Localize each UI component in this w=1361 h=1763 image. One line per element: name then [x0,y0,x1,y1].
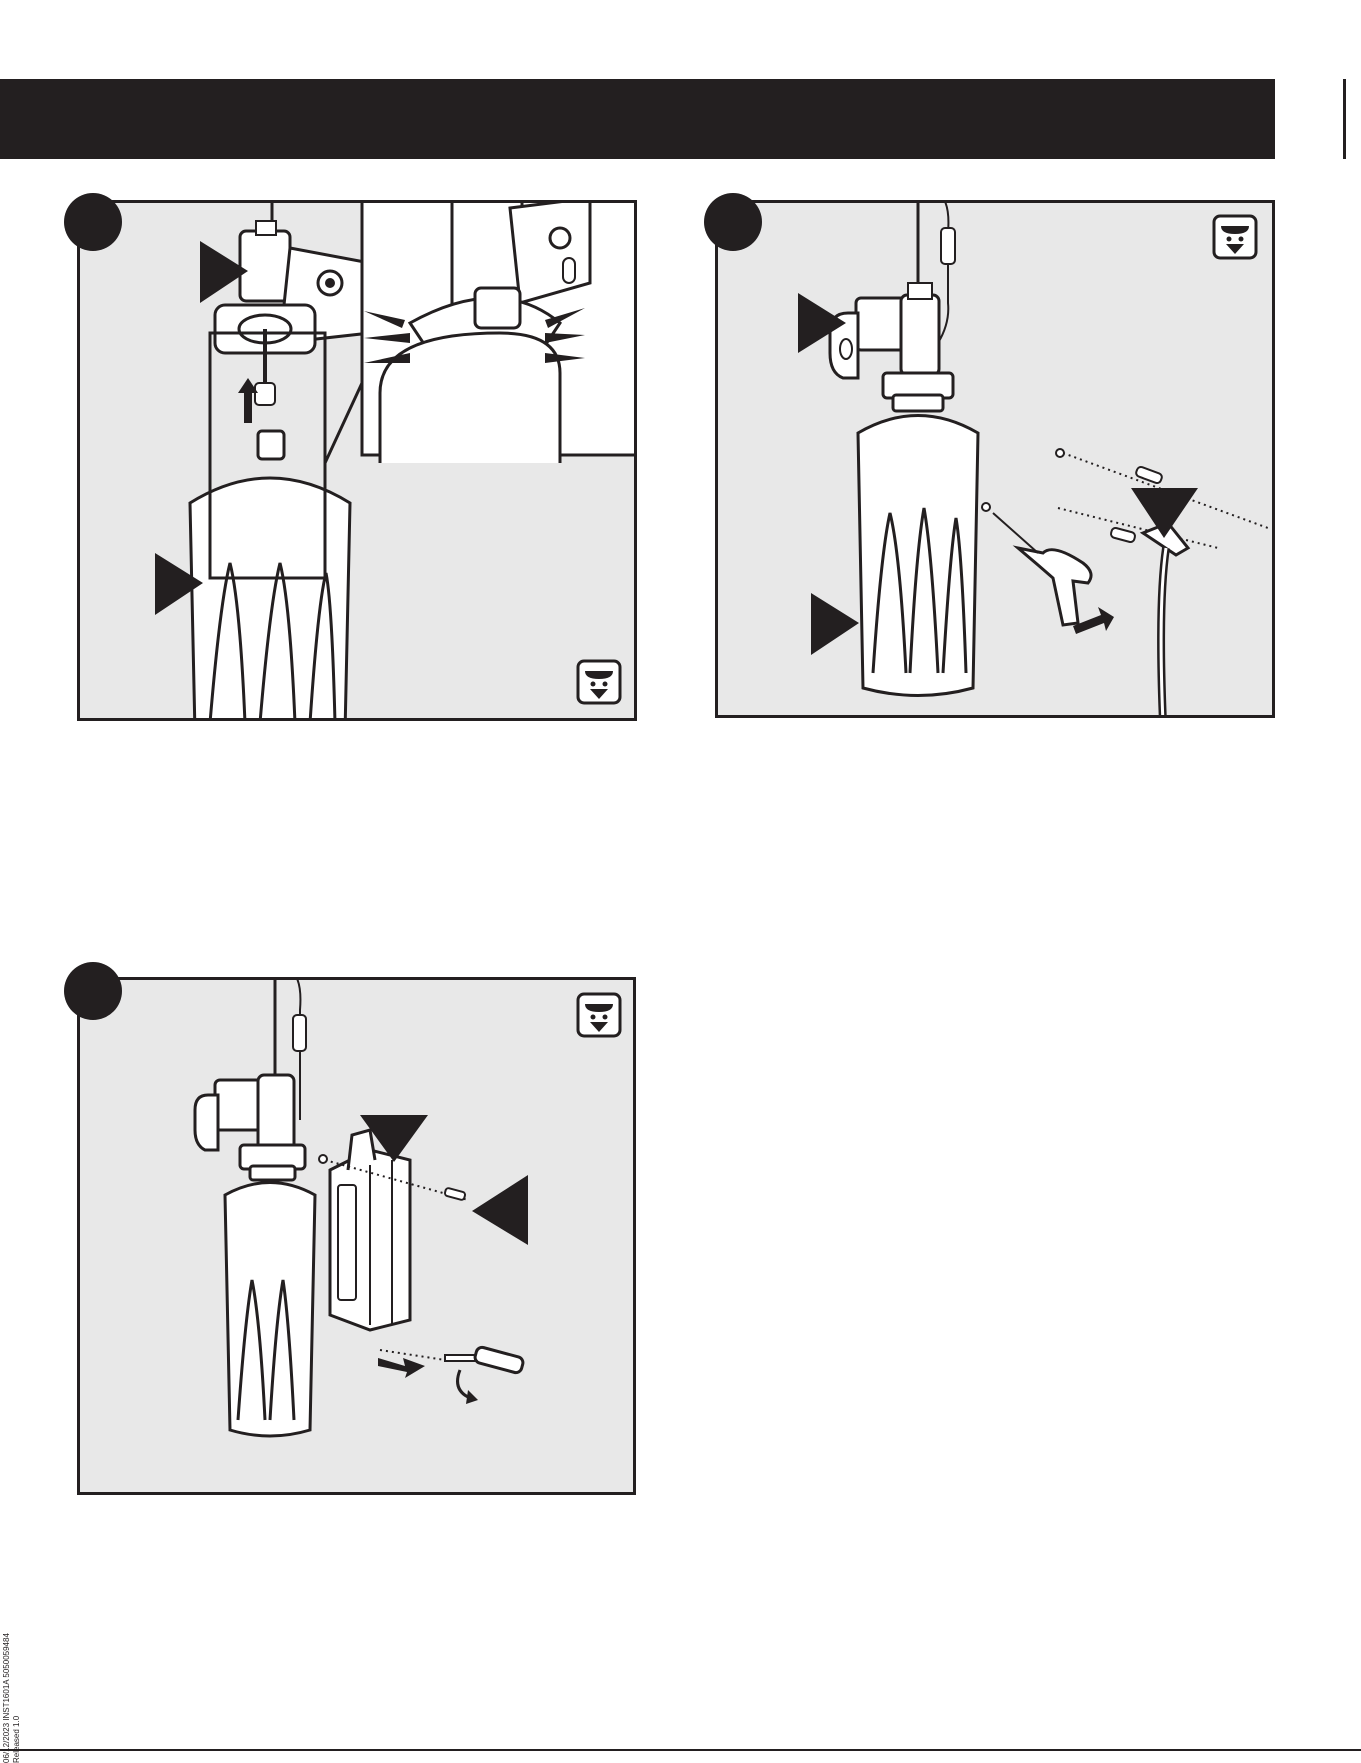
document-code: 06/12/2023 INST1601A 5050059484 Released… [2,1623,22,1763]
drill-icon [1018,548,1091,625]
bracket-mounting-illustration [718,203,1275,718]
step-number-badge [64,193,122,251]
header-bar [0,79,1275,159]
filter-cartridge-install-illustration [80,203,637,721]
page-edge-mark [1343,79,1346,159]
water-shutoff-icon [578,661,620,703]
panel-step-c [77,977,636,1495]
panel-step-a [77,200,637,721]
step-number-badge [64,962,122,1020]
battery-box-mounting-illustration [80,980,636,1495]
panel-step-b [715,200,1275,718]
water-shutoff-icon [1214,216,1256,258]
document-code-line-1: 06/12/2023 INST1601A 5050059484 [2,1623,12,1763]
callout-pointer [811,593,859,655]
insert-arrow-icon [378,1358,425,1378]
valve-head [240,231,290,301]
step-number-badge [704,193,762,251]
water-shutoff-icon [578,994,620,1036]
document-code-line-2: Released 1.0 [12,1623,22,1763]
callout-pointer [1131,488,1198,538]
callout-pointer [472,1175,528,1245]
footer-rule [0,1749,1361,1751]
screwdriver-icon [474,1346,525,1374]
